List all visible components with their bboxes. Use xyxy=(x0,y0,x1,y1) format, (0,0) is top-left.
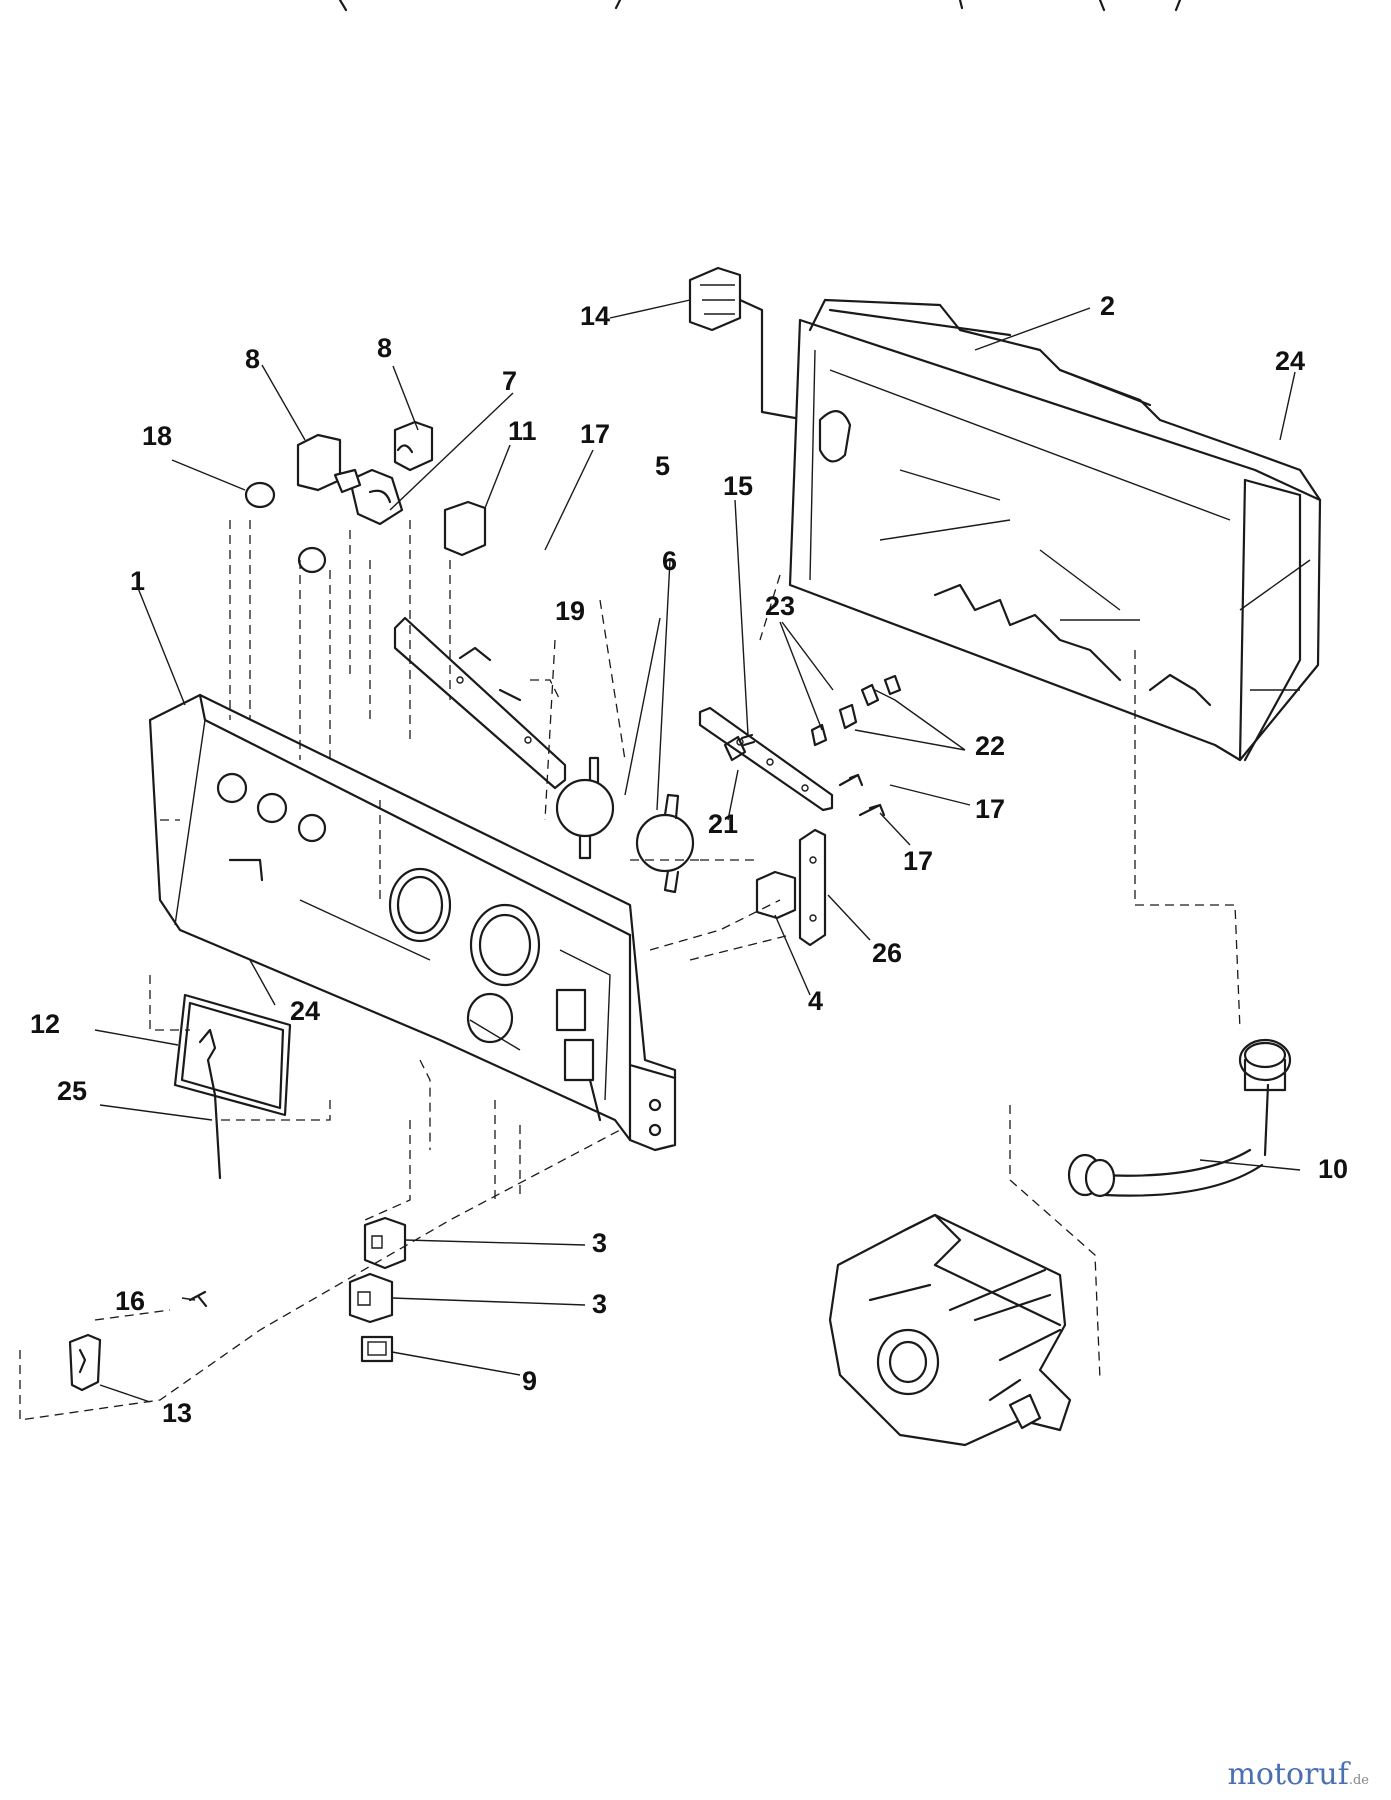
callout-11: 11 xyxy=(508,416,537,446)
callout-17b: 17 xyxy=(975,794,1005,824)
switch-components xyxy=(244,420,487,574)
callout-labels: 1 2 3 3 4 5 6 7 8 8 9 10 11 12 13 14 15 … xyxy=(30,291,1348,1428)
assembly-lines xyxy=(19,520,1241,1421)
callout-3a: 3 xyxy=(592,1228,607,1258)
top-clipped-marks xyxy=(338,0,1182,12)
callout-22: 22 xyxy=(975,731,1005,761)
motor-housing xyxy=(828,1038,1292,1447)
callout-9: 9 xyxy=(522,1366,537,1396)
callout-17c: 17 xyxy=(903,846,933,876)
callout-12: 12 xyxy=(30,1009,60,1039)
callout-25: 25 xyxy=(57,1076,87,1106)
callout-21: 21 xyxy=(708,809,738,839)
callout-19: 19 xyxy=(555,596,585,626)
bar-assembly xyxy=(698,674,902,817)
callout-13: 13 xyxy=(162,1398,192,1428)
bracket-part xyxy=(393,616,567,790)
callout-5: 5 xyxy=(655,451,670,481)
callout-14: 14 xyxy=(580,301,610,331)
callout-3b: 3 xyxy=(592,1289,607,1319)
callout-2: 2 xyxy=(1100,291,1115,321)
callout-6: 6 xyxy=(662,546,677,576)
leader-lines xyxy=(94,299,1301,1403)
callout-8a: 8 xyxy=(245,344,260,374)
callout-24b: 24 xyxy=(290,996,320,1026)
callout-26: 26 xyxy=(872,938,902,968)
callout-1: 1 xyxy=(130,566,145,596)
relay-bracket xyxy=(755,828,827,947)
callout-7: 7 xyxy=(502,366,517,396)
callout-23: 23 xyxy=(765,591,795,621)
watermark-tld: .de xyxy=(1348,1773,1369,1788)
callout-16: 16 xyxy=(115,1286,145,1316)
callout-17a: 17 xyxy=(580,419,610,449)
callout-15: 15 xyxy=(723,471,753,501)
small-switch xyxy=(68,1290,208,1392)
callout-18: 18 xyxy=(142,421,172,451)
watermark-brand: motoruf xyxy=(1227,1757,1349,1792)
callout-8b: 8 xyxy=(377,333,392,363)
callout-24a: 24 xyxy=(1275,346,1305,376)
callout-10: 10 xyxy=(1318,1154,1348,1184)
gauge-parts xyxy=(555,756,695,894)
small-blocks xyxy=(348,1216,407,1363)
control-panel xyxy=(148,693,677,1152)
housing-box xyxy=(788,298,1322,762)
label-plate xyxy=(173,993,292,1180)
callout-4: 4 xyxy=(808,986,823,1016)
terminal-block-part xyxy=(688,266,797,420)
watermark: motoruf.de xyxy=(1227,1757,1369,1792)
